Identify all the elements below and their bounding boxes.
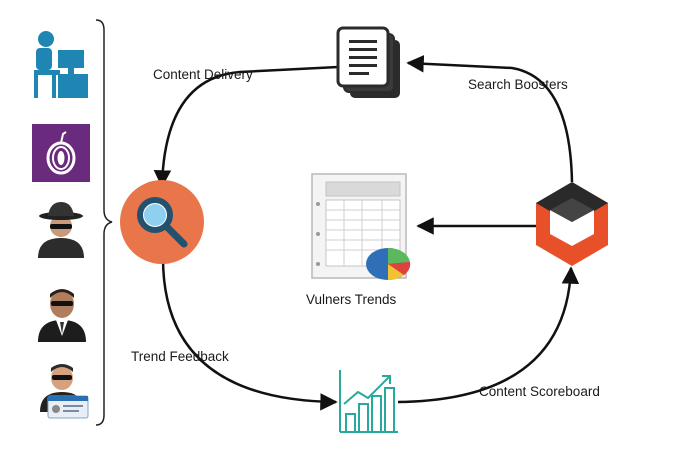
open-box-logo-icon xyxy=(536,182,608,266)
content-delivery-label: Content Delivery xyxy=(153,67,253,82)
arrow-box-to-docs xyxy=(406,55,574,183)
trend-feedback-label: Trend Feedback xyxy=(131,349,229,364)
spreadsheet-pie-chart-icon xyxy=(311,173,411,280)
arrow-docs-to-search xyxy=(153,65,339,188)
magnifier-circle-icon xyxy=(120,180,204,264)
search-boosters-label: Search Boosters xyxy=(468,77,568,92)
growth-bar-chart-icon xyxy=(339,370,398,433)
arrow-search-to-bars xyxy=(161,257,338,411)
vulners-trends-label: Vulners Trends xyxy=(306,292,397,307)
arrow-bars-to-box xyxy=(397,266,580,404)
agent-sunglasses-icon xyxy=(38,289,86,342)
user-group-bracket xyxy=(95,19,113,426)
user-at-computer-icon xyxy=(34,31,88,98)
agent-id-card-icon xyxy=(40,364,89,419)
spy-hat-icon xyxy=(38,202,84,258)
tor-onion-icon xyxy=(32,124,90,182)
content-scoreboard-label: Content Scoreboard xyxy=(479,384,600,399)
document-stack-icon xyxy=(336,26,400,98)
